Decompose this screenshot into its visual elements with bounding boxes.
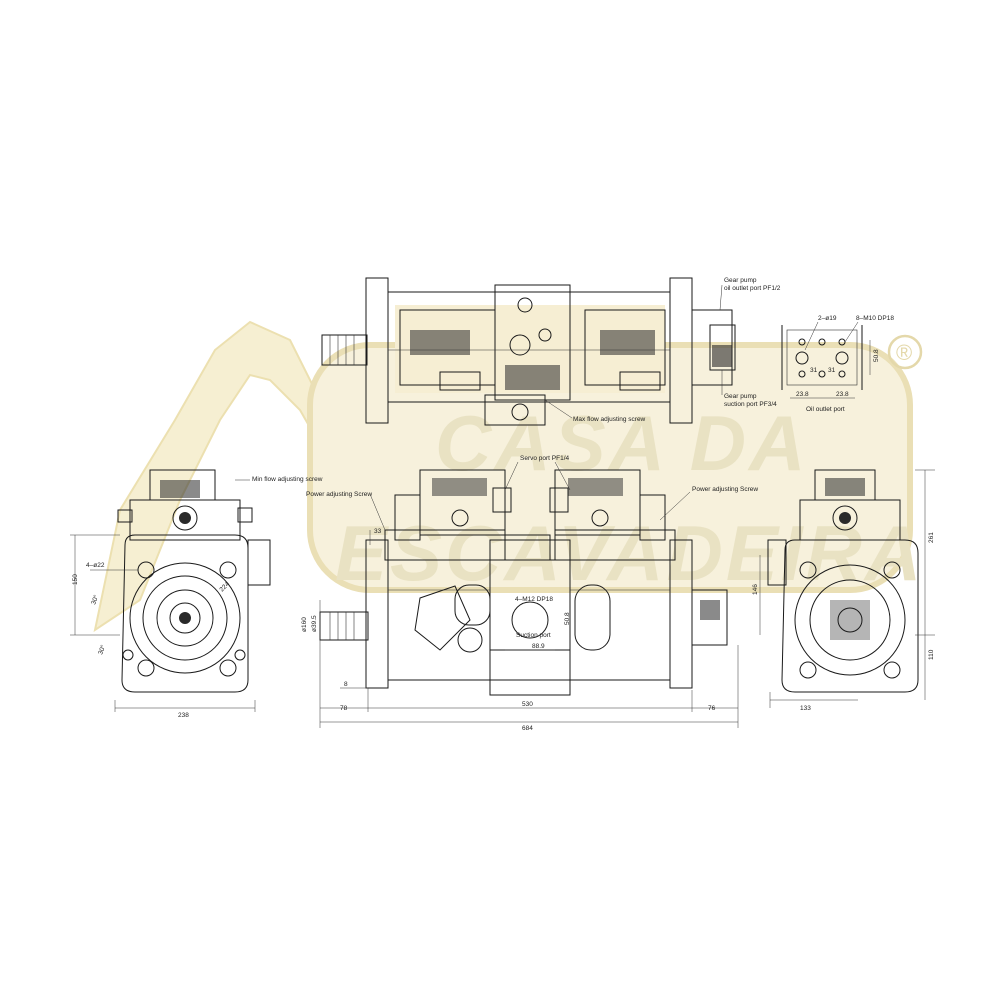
dim-8: 8 [344,681,348,688]
label-servo-port: Servo port PF1/4 [520,455,570,462]
label-holes-22: 4–ø22 [86,562,105,569]
dim-150: 150 [72,574,79,585]
label-power-adj-left: Power adjusting Screw [306,491,372,498]
dim-224: 224 [218,581,231,594]
registered-mark: ® [896,340,912,365]
watermark-brand-line1: CASA DA [435,399,808,487]
dim-684: 684 [522,725,533,732]
label-min-flow: Min flow adjusting screw [252,476,323,483]
dim-110: 110 [928,649,935,660]
label-gear-pump-outlet-1: Gear pump [724,277,757,284]
dim-88-9: 88.9 [532,643,545,650]
oil-outlet-port-detail [781,321,871,399]
dim-530: 530 [522,701,533,708]
dim-76: 76 [708,705,716,712]
top-view [321,277,736,426]
label-gear-pump-suction-2: suction port PF3/4 [724,401,777,408]
label-power-adj-right: Power adjusting Screw [692,486,758,493]
registered-mark-circle [887,334,923,370]
label-gear-pump-outlet-2: oil outlet port PF1/2 [724,285,781,292]
dim-261: 261 [928,532,935,543]
dim-50-8: 50.8 [873,349,880,362]
top-body [387,291,671,403]
dim-23-8b: 23.8 [836,391,849,398]
label-gear-pump-suction-1: Gear pump [724,393,757,400]
right-end-view [759,469,935,708]
left-flange-circle [129,562,241,674]
label-suction-port: Suction port [516,632,551,639]
label-oil-outlet-port: Oil outlet port [806,406,845,413]
label-m12: 4–M12 DP18 [515,596,553,603]
dim-50-8b: 50.8 [564,612,571,625]
left-end-view [70,469,271,712]
dim-238: 238 [178,712,189,719]
label-max-flow: Max flow adjusting screw [573,416,646,423]
dim-146: 146 [752,584,759,595]
dim-23-8a: 23.8 [796,391,809,398]
dim-31b: 31 [828,367,836,374]
dim-31a: 31 [810,367,818,374]
dim-33: 33 [374,528,382,535]
dim-78: 78 [340,705,348,712]
ang-30b: 30° [96,643,107,655]
ang-30a: 30° [89,593,100,605]
watermark: CASA DA ESCAVADEIRA ® [93,320,924,633]
watermark-brand-line2: ESCAVADEIRA [335,509,924,597]
dim-133: 133 [800,705,811,712]
right-flange-circle [794,564,906,676]
front-view [319,461,739,728]
label-holes-19: 2–ø19 [818,315,837,322]
top-shaft [321,334,368,366]
dim-160: ø160 [301,617,308,632]
label-m10: 8–M10 DP18 [856,315,894,322]
dim-39: ø39.5 [311,615,318,632]
